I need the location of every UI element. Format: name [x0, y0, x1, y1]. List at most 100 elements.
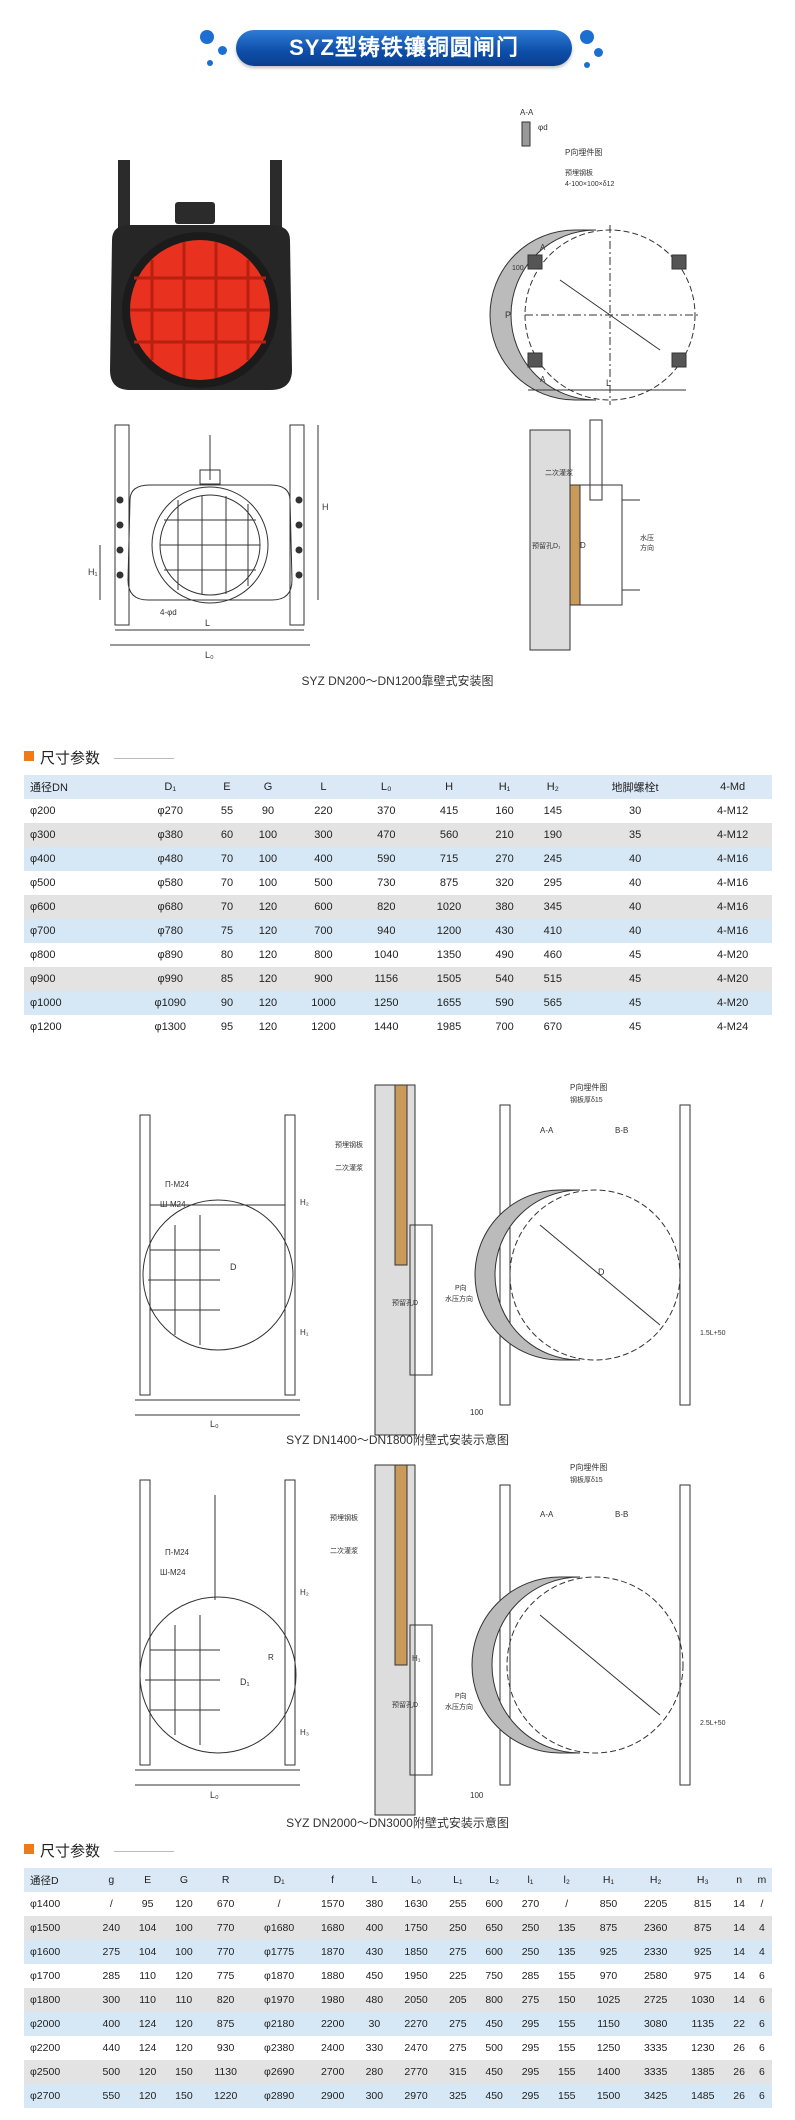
table-cell: 670 [528, 1015, 577, 1039]
table-cell: 26 [726, 2084, 752, 2108]
table-cell: 1505 [417, 967, 481, 991]
table-cell: 1220 [202, 2084, 250, 2108]
svg-text:A-A: A-A [520, 108, 534, 117]
svg-text:二次灌浆: 二次灌浆 [545, 468, 573, 477]
column-header: H₂ [528, 775, 577, 799]
table-cell: 45 [576, 943, 694, 967]
figure-3: L₀ Π-M24 Ш-M24 D₁ R H₂ H₃ 预埋钢板 二次灌浆 P向 水… [0, 1455, 795, 1830]
table-cell: 120 [165, 2012, 203, 2036]
table-cell: 110 [129, 1988, 166, 2012]
column-header: E [129, 1868, 166, 1892]
table-cell: 6 [751, 1988, 772, 2012]
gate-photo [110, 160, 292, 390]
table-cell: 205 [439, 1988, 476, 2012]
table-cell: 270 [480, 847, 529, 871]
table-cell: φ1870 [249, 1964, 310, 1988]
table-cell: 225 [439, 1964, 476, 1988]
table-cell: φ2690 [249, 2060, 310, 2084]
svg-text:L₀: L₀ [210, 1419, 219, 1429]
table-cell: φ600 [24, 895, 131, 919]
table-cell: 450 [475, 2012, 513, 2036]
section-title: 尺寸参数 [40, 1843, 101, 1860]
front-view-drawing: L L₀ 4-φd H H₁ [88, 424, 329, 660]
svg-text:A-A: A-A [540, 1126, 554, 1135]
table-cell: 2270 [392, 2012, 440, 2036]
table-cell: 120 [129, 2060, 166, 2084]
table-cell: 940 [354, 919, 418, 943]
table-cell: φ990 [130, 967, 211, 991]
table-cell: 4-M16 [693, 847, 772, 871]
column-header: H₁ [584, 1868, 633, 1892]
figure-3-drawing: L₀ Π-M24 Ш-M24 D₁ R H₂ H₃ 预埋钢板 二次灌浆 P向 水… [135, 1462, 726, 1816]
table-cell: 280 [356, 2060, 393, 2084]
decor-dot [218, 46, 227, 55]
svg-text:P向埋件图: P向埋件图 [570, 1082, 607, 1092]
table-cell: 3425 [632, 2084, 680, 2108]
table-cell: 295 [528, 871, 577, 895]
table-cell: 6 [751, 2060, 772, 2084]
table-cell: 770 [202, 1916, 250, 1940]
svg-text:P向埋件图: P向埋件图 [565, 147, 602, 157]
table-cell: 1850 [392, 1940, 440, 1964]
table-cell: 1040 [354, 943, 418, 967]
table-cell: 155 [548, 2084, 585, 2108]
table-cell: 820 [202, 1988, 250, 2012]
table-cell: 285 [512, 1964, 549, 1988]
table-cell: 145 [528, 799, 577, 823]
table-cell: 800 [292, 943, 355, 967]
title-banner: SYZ型铸铁镶铜圆闸门 [0, 18, 795, 78]
column-header: H [417, 775, 481, 799]
table-cell: 925 [584, 1940, 633, 1964]
svg-text:Ш-M24: Ш-M24 [160, 1568, 186, 1577]
column-header: E [210, 775, 244, 799]
table-cell: 285 [93, 1964, 130, 1988]
table-cell: 2700 [309, 2060, 357, 2084]
table-cell: φ400 [24, 847, 131, 871]
table-cell: φ1090 [130, 991, 211, 1015]
table-cell: 22 [726, 2012, 752, 2036]
table-cell: 300 [93, 1988, 130, 2012]
table-cell: 2725 [632, 1988, 680, 2012]
table-cell: 565 [528, 991, 577, 1015]
table-cell: / [751, 1892, 772, 1916]
table-cell: 120 [243, 895, 293, 919]
table-cell: 110 [165, 1988, 203, 2012]
svg-text:H₃: H₃ [300, 1728, 309, 1737]
table-cell: 1200 [417, 919, 481, 943]
table-cell: 925 [679, 1940, 727, 1964]
table-cell: 2360 [632, 1916, 680, 1940]
table-cell: 45 [576, 1015, 694, 1039]
svg-text:水压: 水压 [640, 533, 654, 542]
table-cell: 120 [165, 2036, 203, 2060]
svg-text:H₂: H₂ [300, 1588, 309, 1597]
table-cell: 970 [584, 1964, 633, 1988]
table-cell: φ1680 [249, 1916, 310, 1940]
table-cell: 770 [202, 1940, 250, 1964]
column-header: G [243, 775, 293, 799]
column-header: 通径DN [24, 775, 131, 799]
table-cell: 295 [512, 2060, 549, 2084]
svg-text:H₂: H₂ [300, 1198, 309, 1207]
svg-text:B-B: B-B [615, 1510, 628, 1519]
decor-dot [594, 48, 603, 57]
svg-text:H: H [322, 502, 329, 512]
table-cell: 210 [480, 823, 529, 847]
svg-text:二次灌浆: 二次灌浆 [330, 1546, 358, 1555]
column-header: n [726, 1868, 752, 1892]
table-cell: φ700 [24, 919, 131, 943]
svg-text:水压方向: 水压方向 [445, 1702, 473, 1711]
table-cell: 295 [512, 2084, 549, 2108]
svg-text:4-φd: 4-φd [160, 608, 177, 617]
svg-text:1.5L+50: 1.5L+50 [700, 1330, 726, 1337]
table-cell: 1880 [309, 1964, 357, 1988]
table-cell: 275 [439, 1940, 476, 1964]
table-cell: 315 [439, 2060, 476, 2084]
